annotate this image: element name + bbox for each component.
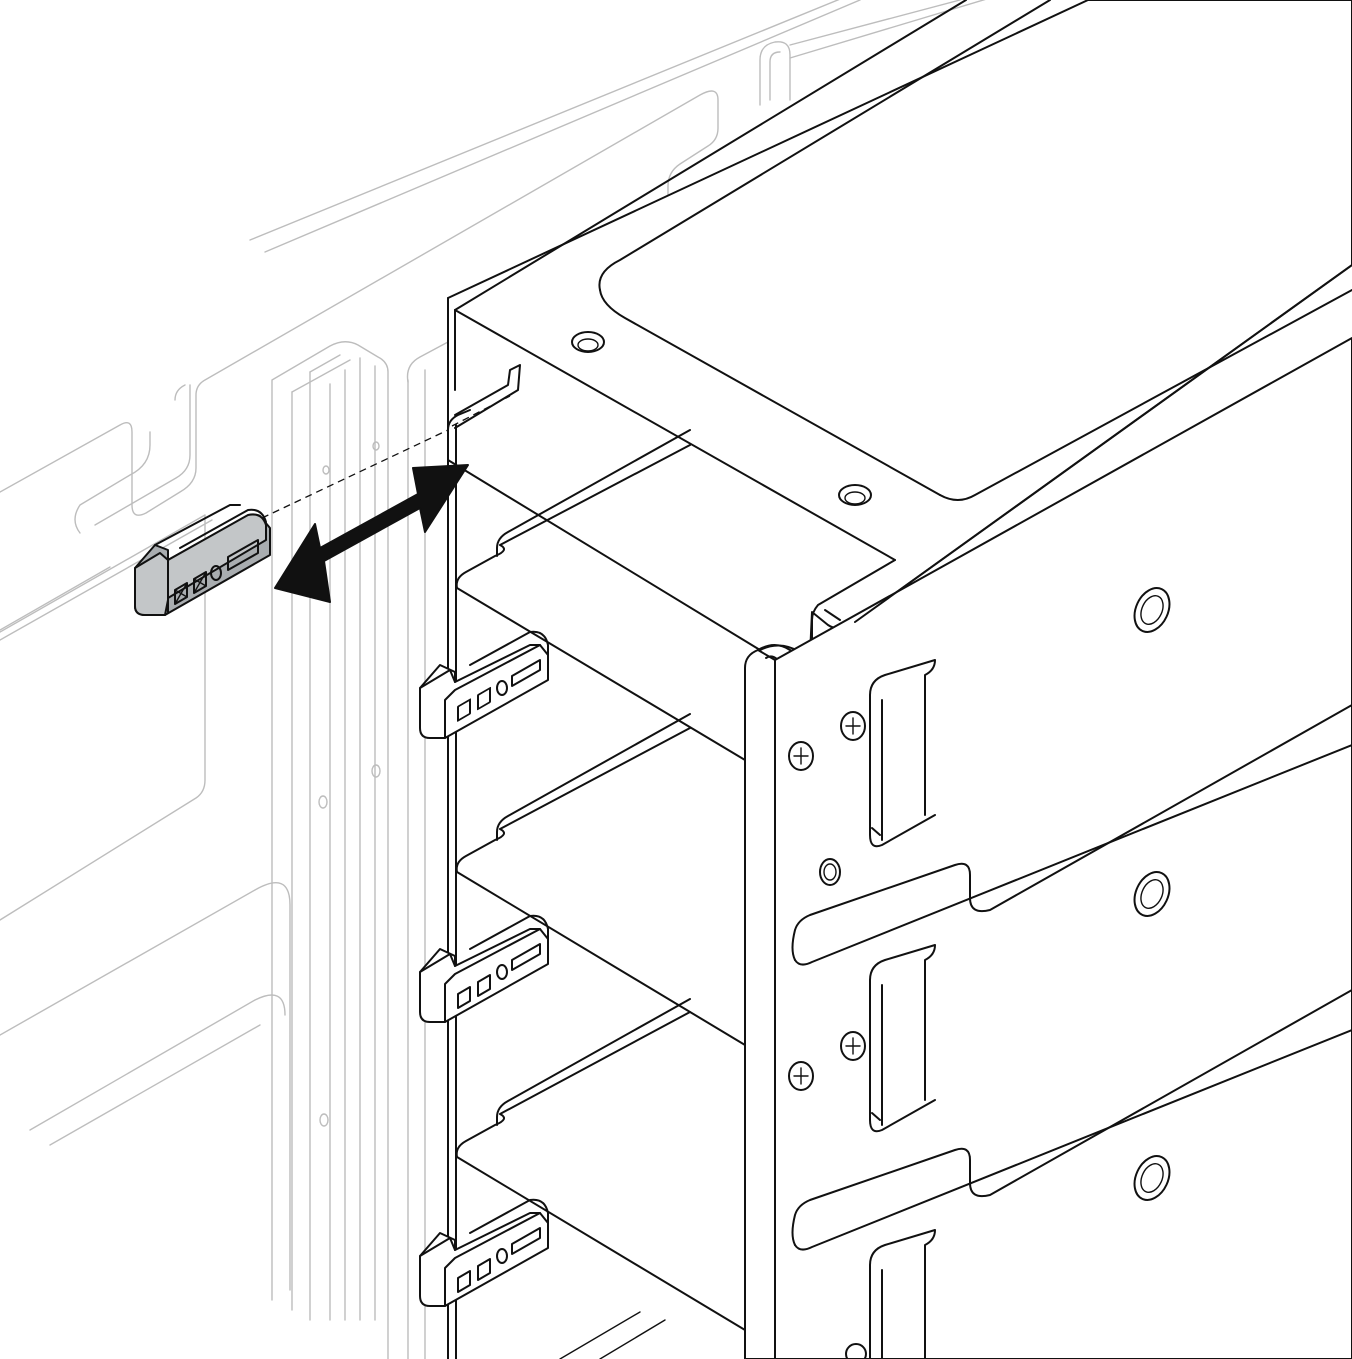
alignment-guide-line (261, 395, 511, 519)
screw-icon (840, 1031, 866, 1061)
screw-icon (788, 1061, 814, 1091)
small-hole (819, 858, 841, 886)
bay-divider (791, 989, 1352, 1246)
cage-left-edge (447, 409, 471, 1359)
highlighted-retention-clip (134, 504, 271, 616)
drive-shelves (455, 429, 746, 1359)
top-plate-raised-panel (598, 0, 1352, 501)
installed-clip (419, 630, 549, 739)
chassis-wall-outline (0, 90, 719, 516)
background-chassis (0, 0, 986, 1359)
bay-hole (1133, 1155, 1171, 1201)
top-plate-hole (571, 331, 605, 353)
installed-clip (419, 914, 549, 1023)
screw-icon (840, 711, 866, 741)
screw-icon (788, 741, 814, 771)
bay-hole (1133, 871, 1171, 917)
top-plate-hole (838, 484, 872, 506)
cage-top-plate (447, 0, 1352, 657)
bay-divider (791, 704, 1352, 961)
double-headed-arrow-icon (274, 464, 469, 603)
chassis-post (271, 341, 389, 1359)
shelf-1 (455, 429, 746, 761)
cage-front-face (774, 264, 1352, 1359)
shelf-3 (455, 998, 746, 1331)
bay-hole (1133, 587, 1171, 633)
installed-clip (419, 1198, 549, 1307)
shelf-2 (455, 713, 746, 1046)
